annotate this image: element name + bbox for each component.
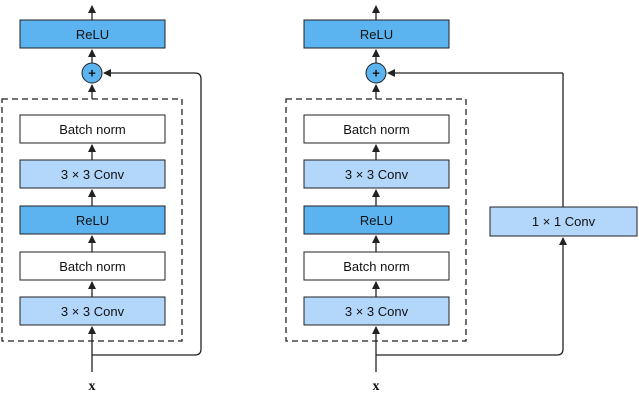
add-symbol: + [88,66,96,81]
conv3x3-box-upper [303,159,450,189]
batch-norm-box-lower [19,251,166,281]
relu-inner-label: ReLU [76,213,109,228]
batch-norm-box-upper [303,114,450,144]
relu-top-label: ReLU [360,27,393,42]
add-node [365,62,387,84]
relu-box-top [303,19,450,49]
conv3x3-upper-label: 3 × 3 Conv [61,167,125,182]
add-node [81,62,103,84]
batch-norm-lower-label: Batch norm [59,259,125,274]
conv3x3-box-lower [303,296,450,326]
batch-norm-lower-label: Batch norm [343,259,409,274]
right-residual-block: ReLU + Batch norm 3 × 3 Conv ReLU Batch … [285,5,638,394]
conv3x3-upper-label: 3 × 3 Conv [345,167,409,182]
shortcut-input-to-conv1x1 [376,237,567,356]
conv1x1-label: 1 × 1 Conv [532,214,596,229]
input-x-label: x [89,379,96,394]
add-symbol: + [372,66,380,81]
left-residual-block: ReLU + Batch norm 3 × 3 Conv ReLU Batch … [1,5,202,394]
relu-box-top [19,19,166,49]
conv1x1-shortcut-box [489,206,638,237]
relu-box-inner [19,205,166,235]
conv3x3-box-lower [19,296,166,326]
batch-norm-box-upper [19,114,166,144]
relu-top-label: ReLU [76,27,109,42]
identity-skip-connection [92,69,202,356]
conv3x3-lower-label: 3 × 3 Conv [61,304,125,319]
input-x-label: x [373,379,380,394]
relu-box-inner [303,205,450,235]
conv3x3-lower-label: 3 × 3 Conv [345,304,409,319]
relu-inner-label: ReLU [360,213,393,228]
batch-norm-box-lower [303,251,450,281]
conv3x3-box-upper [19,159,166,189]
batch-norm-upper-label: Batch norm [343,122,409,137]
batch-norm-upper-label: Batch norm [59,122,125,137]
